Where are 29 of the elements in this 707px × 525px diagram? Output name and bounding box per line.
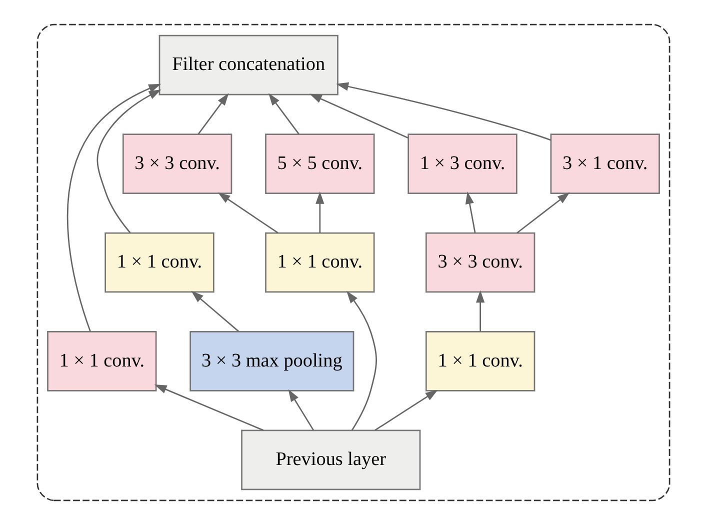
arrow: [66, 84, 162, 332]
arrow: [191, 290, 240, 332]
cluster: [36, 24, 670, 502]
node-box: 3 × 3 conv.: [122, 134, 232, 194]
arrow: [309, 94, 408, 139]
node-box: 1 × 1 conv.: [104, 232, 214, 293]
arrow: [268, 93, 300, 135]
arrow: [516, 192, 570, 234]
arrow: [154, 384, 264, 431]
arrow: [198, 93, 229, 135]
node-box: Filter concatenation: [158, 34, 338, 96]
arrow: [218, 192, 278, 234]
arrow: [346, 290, 377, 431]
arrow: [288, 389, 314, 431]
node-box: 3 × 1 conv.: [550, 134, 660, 194]
node-box: 3 × 3 conv.: [425, 232, 536, 293]
node-box: 1 × 1 conv.: [425, 331, 536, 392]
node-box: 1 × 1 conv.: [47, 331, 157, 392]
arrow: [96, 90, 162, 234]
arrow: [476, 290, 485, 332]
node-box: 5 × 5 conv.: [265, 134, 375, 194]
arrow: [316, 191, 324, 233]
node-box: Previous layer: [241, 430, 421, 490]
arrow: [374, 390, 438, 431]
node-box: 1 × 3 conv.: [408, 134, 518, 194]
node-box: 3 × 3 max pooling: [190, 331, 354, 392]
arrow: [336, 82, 552, 141]
node-box: 1 × 1 conv.: [265, 232, 375, 293]
arrow: [465, 192, 476, 233]
